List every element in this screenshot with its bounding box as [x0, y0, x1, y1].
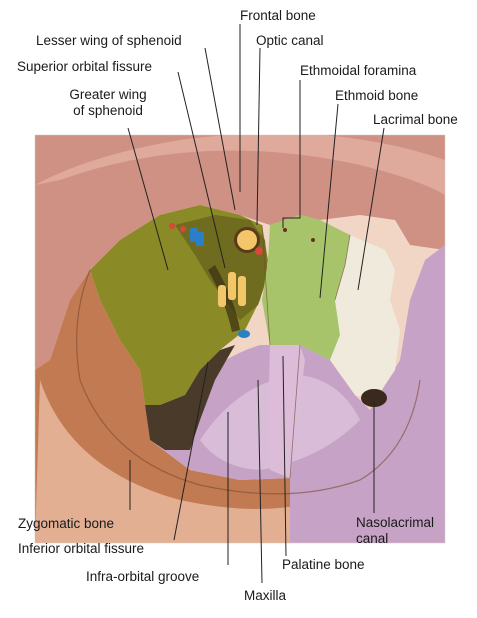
vessel-red-1 [169, 223, 175, 229]
suture-lines [261, 224, 351, 479]
palatine-bone-region [268, 345, 305, 478]
vessel-red-2 [180, 226, 186, 232]
label-maxilla: Maxilla [244, 588, 287, 603]
leader-optic-canal [256, 47, 261, 226]
label-superior-orbital-fissure: Superior orbital fissure [17, 59, 153, 74]
leader-lacrimal [357, 127, 385, 291]
leader-superior-fissure [177, 71, 226, 269]
label-greater-wing-line2: of sphenoid [73, 103, 143, 118]
label-nasolacrimal-line1: Nasolacrimal [356, 515, 435, 530]
label-lesser-wing: Lesser wing of sphenoid [36, 33, 182, 48]
leader-ethmoidal-foramina [282, 80, 301, 228]
vessel-blue-2 [196, 232, 204, 246]
ethmoid-bone-region [262, 215, 350, 360]
label-palatine-bone: Palatine bone [282, 557, 365, 572]
label-nasolacrimal-canal: Nasolacrimal canal [356, 515, 456, 547]
optic-nerve [237, 230, 257, 250]
leader-greater-wing [127, 127, 169, 271]
leader-maxilla [257, 379, 263, 584]
leader-ethmoid [319, 103, 339, 299]
nerve-yellow-2 [238, 276, 246, 306]
label-nasolacrimal-line2: canal [356, 531, 389, 546]
label-lacrimal-bone: Lacrimal bone [373, 112, 458, 127]
fissure-shadow [145, 345, 235, 450]
label-ethmoidal-foramina: Ethmoidal foramina [300, 63, 417, 78]
frontal-bone-region [35, 135, 445, 370]
label-infraorbital-groove: Infra-orbital groove [86, 569, 200, 584]
label-greater-wing: Greater wing of sphenoid [38, 87, 178, 119]
leader-lines [127, 24, 385, 584]
ethmoidal-foramen-1 [283, 228, 287, 232]
nerve-yellow-1 [228, 272, 236, 300]
label-optic-canal: Optic canal [256, 33, 324, 48]
leader-inferior-fissure [173, 361, 209, 541]
leader-palatine [282, 355, 287, 557]
ophthalmic-artery [255, 247, 263, 255]
label-greater-wing-line1: Greater wing [69, 87, 147, 102]
lacrimal-bone-region [330, 235, 400, 400]
zygomatic-rim-highlight [35, 380, 300, 543]
vessel-blue-3 [238, 330, 250, 338]
nerve-yellow-3 [218, 285, 226, 307]
nasolacrimal-opening [361, 389, 387, 407]
label-zygomatic-bone: Zygomatic bone [18, 516, 115, 531]
orbital-rim [76, 269, 421, 495]
ethmoidal-foramen-2 [311, 238, 315, 242]
label-inferior-orbital-fissure: Inferior orbital fissure [18, 541, 145, 556]
frontal-bone-highlight [35, 135, 445, 195]
leader-lesser-wing [204, 47, 236, 211]
label-frontal-bone: Frontal bone [240, 8, 316, 23]
label-ethmoid-bone: Ethmoid bone [335, 88, 419, 103]
